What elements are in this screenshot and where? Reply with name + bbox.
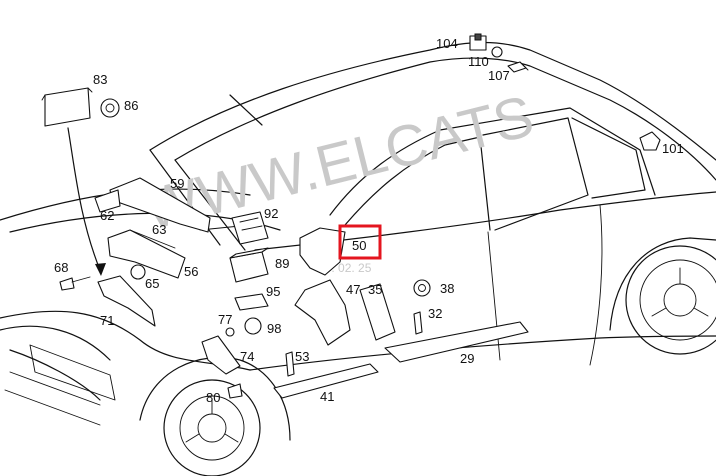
part-29-rail [384, 321, 529, 363]
assembly-arrow [67, 127, 106, 276]
callout-29: 29 [460, 351, 474, 366]
callout-101: 101 [662, 141, 684, 156]
part-86-nut [100, 98, 120, 118]
callout-104: 104 [436, 36, 458, 51]
part-92-block [231, 211, 269, 245]
callout-63: 63 [152, 222, 166, 237]
callout-68: 68 [54, 260, 68, 275]
part-95-pad [234, 293, 269, 311]
callout-74: 74 [240, 349, 254, 364]
part-63-strip [129, 229, 176, 249]
part-89-box [229, 247, 269, 283]
callout-65: 65 [145, 276, 159, 291]
part-77-clip [225, 327, 235, 337]
part-65-nut [130, 264, 146, 280]
callout-92: 92 [264, 206, 278, 221]
highlight-box-50 [338, 224, 382, 260]
part-41-rail [273, 363, 379, 399]
callout-98: 98 [267, 321, 281, 336]
part-62-plate [94, 189, 121, 213]
callout-59: 59 [170, 176, 184, 191]
part-74-bracket [201, 335, 241, 375]
callout-50: 50 [352, 238, 366, 253]
part-98-nut [244, 317, 262, 335]
callout-107: 107 [488, 68, 510, 83]
part-38-nut [413, 279, 431, 297]
part-32-screw [413, 311, 423, 335]
callout-38: 38 [440, 281, 454, 296]
callout-62: 62 [100, 208, 114, 223]
part-71-bracket [97, 275, 156, 327]
part-80-bracket [227, 383, 243, 399]
callout-56: 56 [184, 264, 198, 279]
callout-80: 80 [206, 390, 220, 405]
part-50-panel [299, 227, 346, 276]
part-104-clip [469, 33, 487, 51]
part-107-screw [507, 61, 529, 73]
part-56-panel [107, 229, 186, 279]
callout-32: 32 [428, 306, 442, 321]
callout-35: 35 [368, 282, 382, 297]
part-53-screw [285, 351, 295, 377]
part-110-washer [491, 46, 503, 58]
callout-83: 83 [93, 72, 107, 87]
callout-95: 95 [266, 284, 280, 299]
callout-86: 86 [124, 98, 138, 113]
callout-89: 89 [275, 256, 289, 271]
callout-77: 77 [218, 312, 232, 327]
callout-41: 41 [320, 389, 334, 404]
part-68-screw [59, 276, 91, 291]
callout-53: 53 [295, 349, 309, 364]
part-47-panel [294, 279, 351, 346]
part-35-channel [359, 283, 396, 341]
part-101-bracket [639, 131, 661, 151]
callout-110: 110 [468, 54, 489, 69]
callout-47: 47 [346, 282, 360, 297]
callout-71: 71 [100, 313, 114, 328]
part-83-plate [41, 87, 93, 127]
